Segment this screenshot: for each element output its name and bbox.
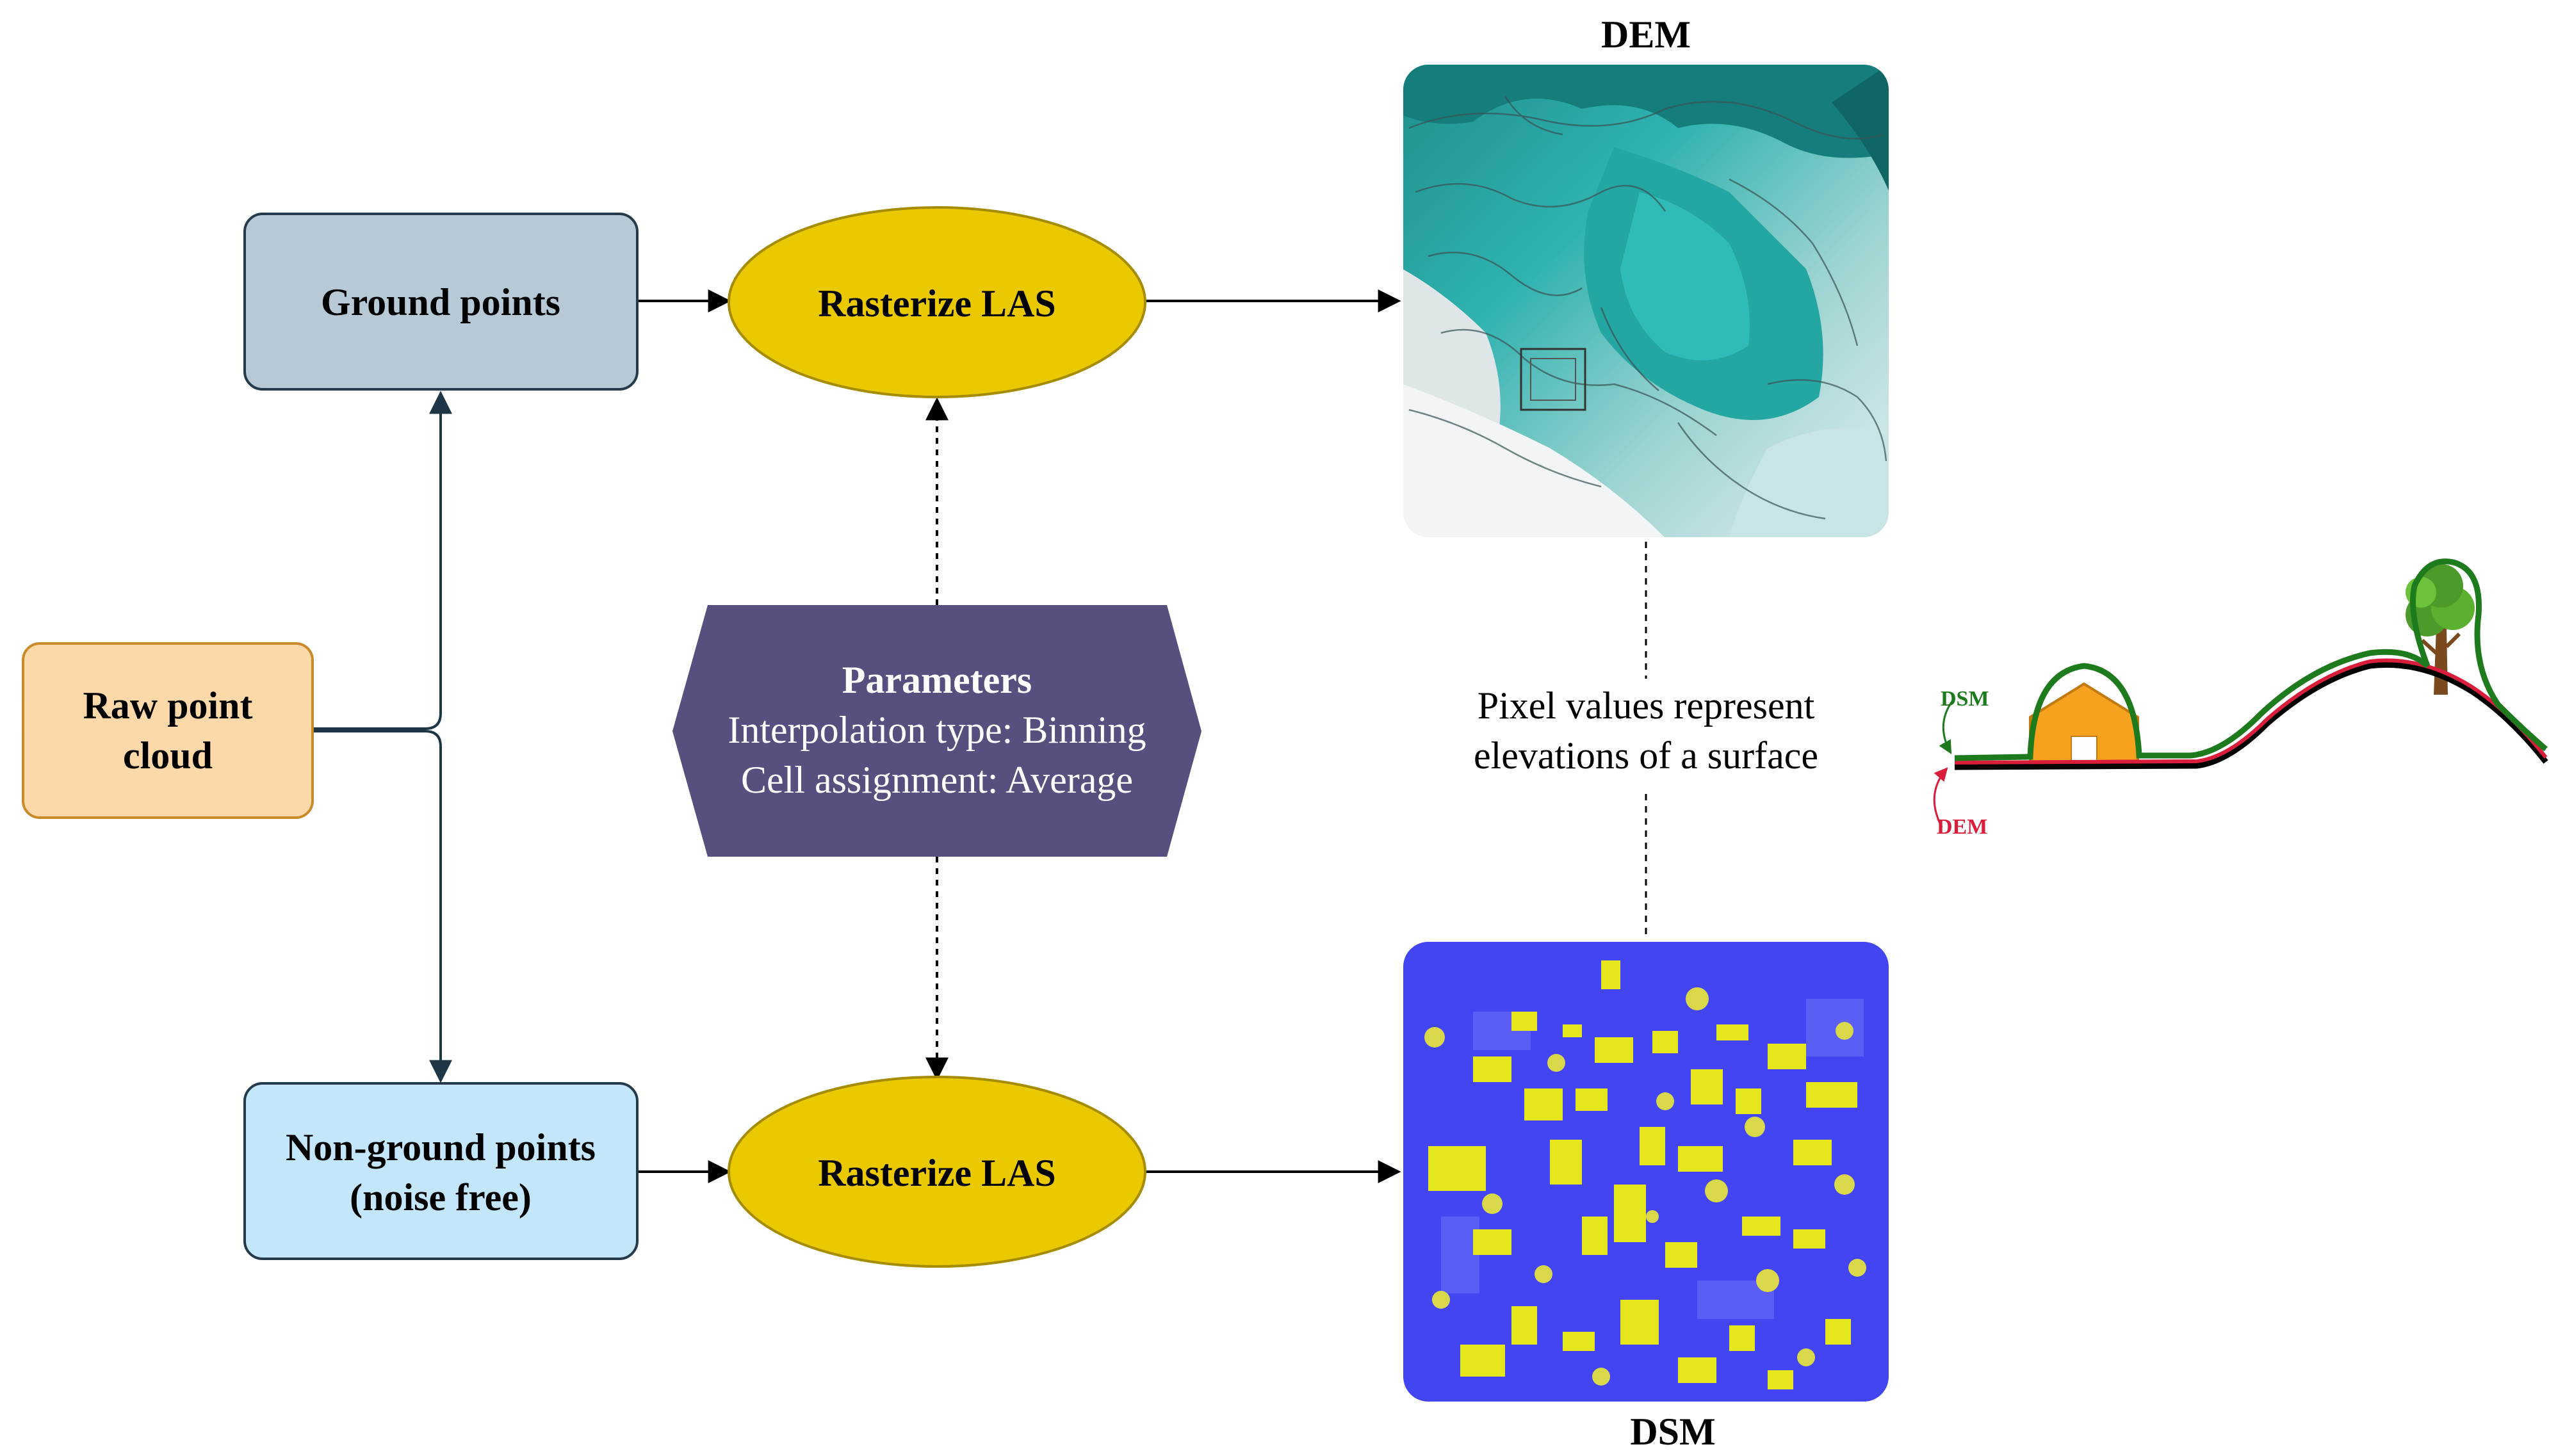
- house-icon: [2029, 682, 2139, 768]
- ground-points-label: Ground points: [321, 281, 560, 323]
- node-raw-point-cloud: Raw point cloud: [22, 642, 314, 819]
- dsm-raster-image: [1403, 941, 1889, 1402]
- raw-point-cloud-line2: cloud: [123, 734, 213, 777]
- arrow-raw-to-ground: [313, 391, 452, 730]
- parameters-interpolation: Interpolation type: Binning: [728, 709, 1146, 751]
- profile-dsm-label: DSM: [1941, 687, 1989, 711]
- arrow-raw-to-nonground: [313, 730, 452, 1083]
- pixel-values-line2: elevations of a surface: [1474, 734, 1818, 777]
- node-non-ground-points: Non-ground points (noise free): [243, 1082, 639, 1260]
- connectors: [313, 289, 1647, 1183]
- surface-profile-illustration: DSM DEM: [1933, 558, 2548, 839]
- parameters-cell-assignment: Cell assignment: Average: [741, 759, 1133, 801]
- dem-image-frame: [1402, 63, 1890, 538]
- dem-raster-image: [1403, 64, 1889, 538]
- node-ground-points: Ground points: [243, 213, 639, 391]
- non-ground-points-line2: (noise free): [350, 1176, 532, 1218]
- pixel-values-line1: Pixel values represent: [1478, 684, 1815, 727]
- node-parameters: Parameters Interpolation type: Binning C…: [672, 605, 1201, 857]
- node-rasterize-top: Rasterize LAS: [728, 206, 1146, 398]
- dsm-image-frame: [1402, 941, 1890, 1403]
- rasterize-bottom-label: Rasterize LAS: [818, 1152, 1056, 1194]
- node-rasterize-bottom: Rasterize LAS: [728, 1076, 1146, 1268]
- dsm-title: DSM: [1630, 1411, 1715, 1453]
- parameters-title: Parameters: [842, 659, 1032, 701]
- dem-title: DEM: [1601, 13, 1691, 56]
- profile-dem-label: DEM: [1937, 815, 1987, 839]
- non-ground-points-line1: Non-ground points: [286, 1126, 596, 1169]
- rasterize-top-label: Rasterize LAS: [818, 282, 1056, 325]
- raw-point-cloud-line1: Raw point: [83, 684, 252, 727]
